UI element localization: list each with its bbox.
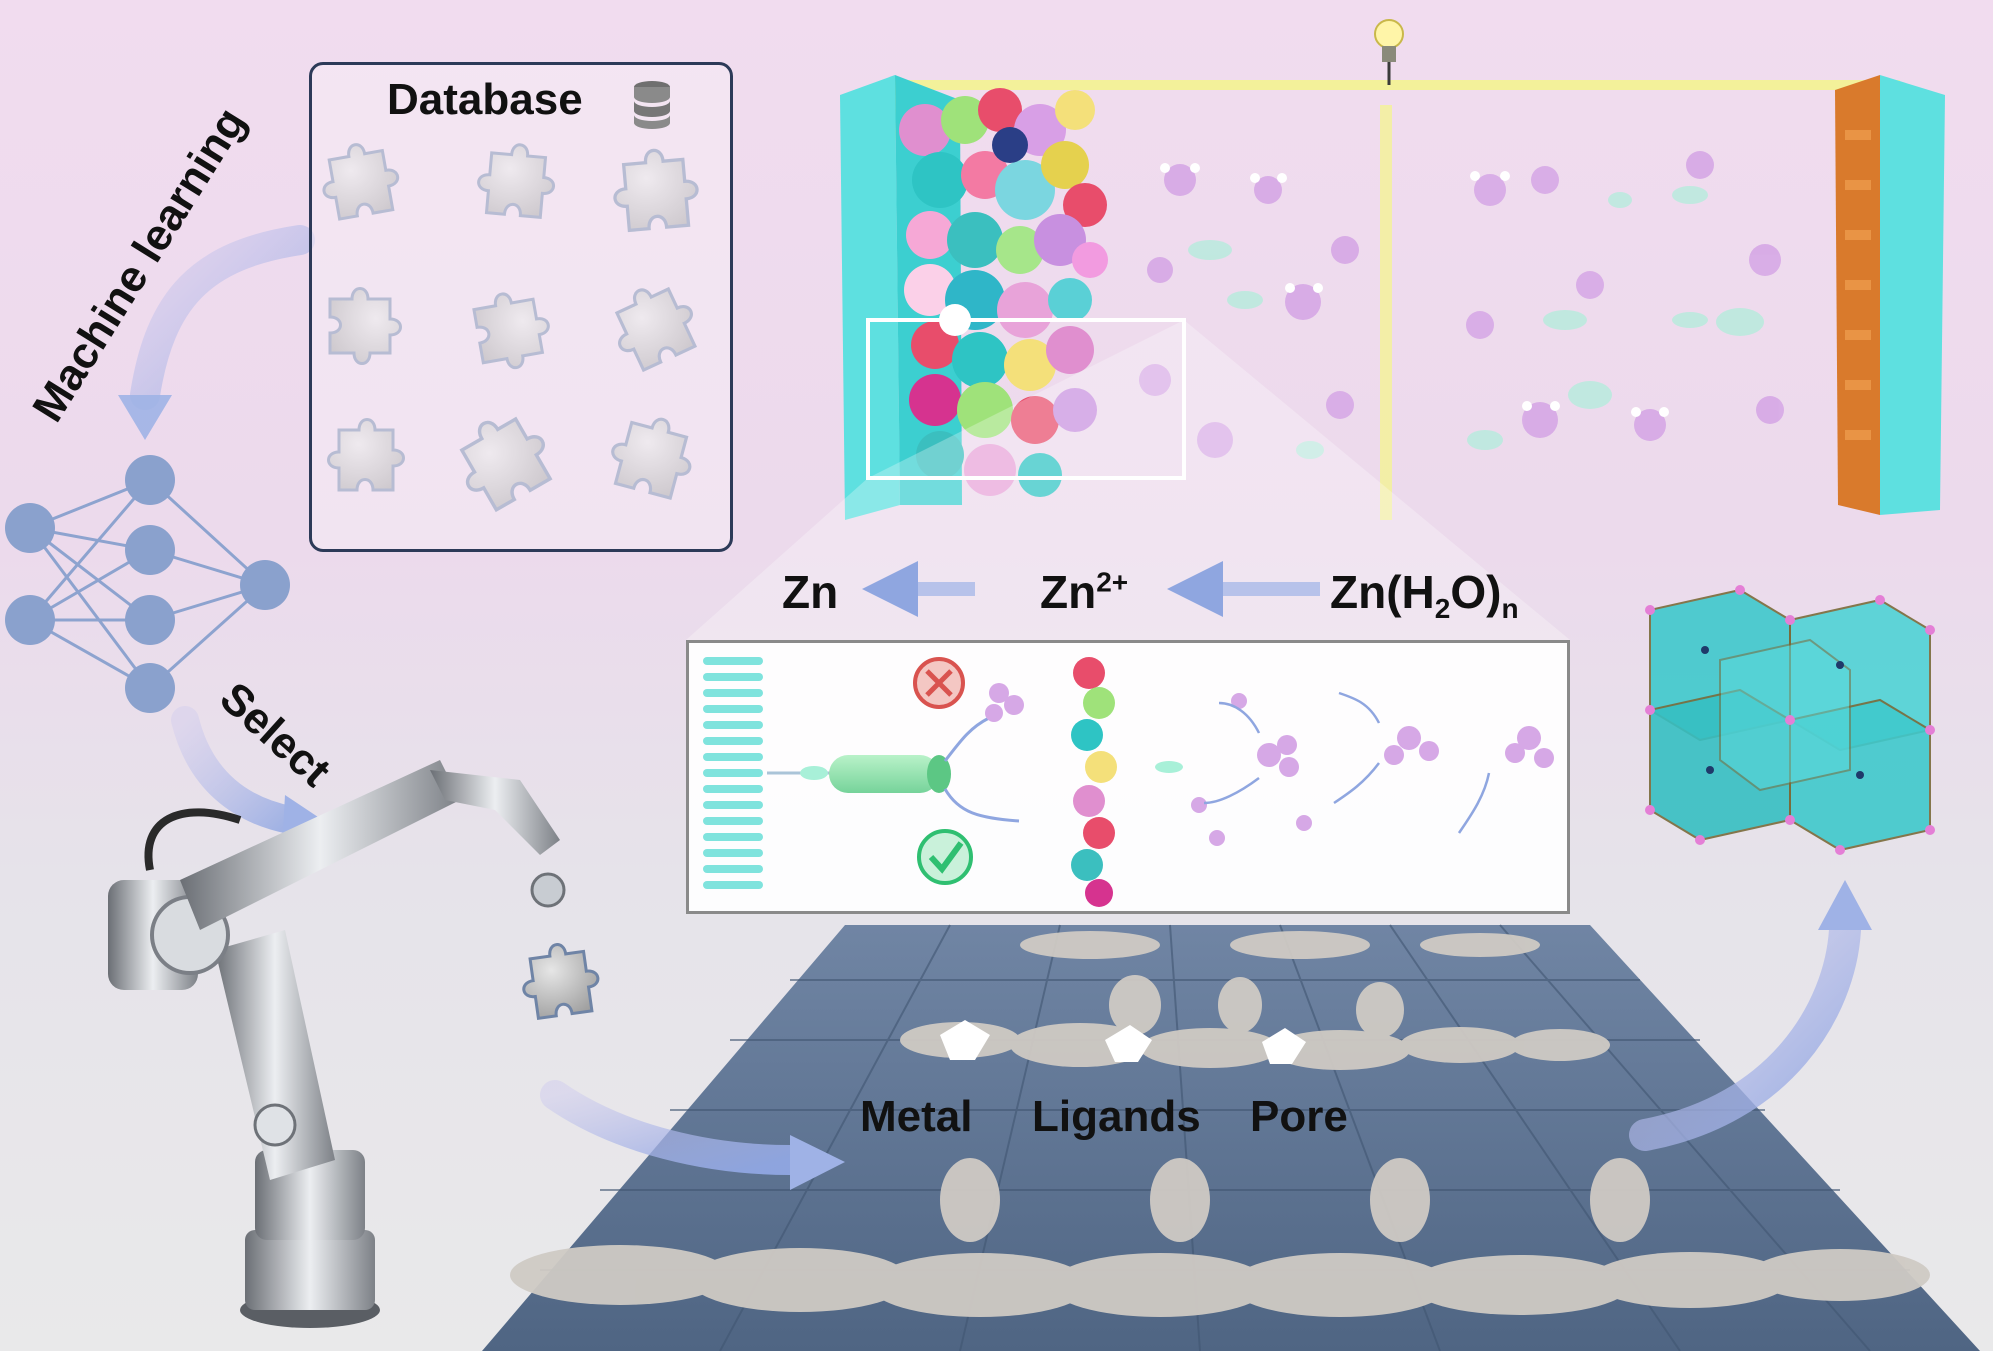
detail-illustration: [703, 657, 1554, 907]
check-icon: [917, 829, 973, 885]
ligand-rows: [510, 931, 1930, 1317]
database-panel: Database: [309, 62, 733, 552]
zn2plus-base: Zn: [1040, 566, 1097, 618]
znh2o-sub-2: 2: [1434, 593, 1451, 625]
znh2o-sub-n: n: [1501, 593, 1519, 625]
pores: [940, 1020, 1306, 1064]
water-atoms: [1160, 163, 1669, 417]
neural-network-icon: [28, 478, 267, 690]
puzzle-piece-icon: [516, 938, 604, 1022]
zn2plus-label: Zn2+: [1040, 565, 1128, 619]
puzzle-floor: [482, 925, 1980, 1351]
floor-to-mof-arrow: [1629, 914, 1861, 1151]
ligands-label: Ligands: [1032, 1092, 1201, 1141]
detail-hydrated-ions: [1191, 693, 1554, 846]
zn2plus-charge: 2+: [1096, 566, 1129, 598]
hydrated-ions: [1139, 151, 1784, 458]
mof-nodes: [1645, 585, 1935, 855]
ml-arrow: [130, 225, 315, 410]
zinc-dendrite-cluster: [899, 88, 1108, 497]
mof-layer: [703, 657, 763, 889]
pore-label: Pore: [1250, 1092, 1348, 1141]
hydrated-zn-label: Zn(H2O)n: [1330, 565, 1519, 625]
znh2o-part-b: O): [1450, 566, 1502, 618]
zn-label: Zn: [782, 566, 839, 618]
mof-guests: [1701, 646, 1864, 779]
dendrite-detail: [1071, 657, 1117, 907]
robot-arm-icon: [108, 760, 566, 1328]
select-arrow: [171, 706, 304, 834]
znh2o-part-a: Zn(H: [1330, 566, 1435, 618]
robot-to-floor-arrow: [540, 1080, 805, 1175]
cross-icon: [913, 657, 965, 709]
metal-label: Metal: [860, 1092, 973, 1141]
detail-panel: [686, 640, 1570, 914]
database-icon: [634, 81, 670, 129]
lightbulb-icon: [1374, 19, 1404, 85]
zinc-ions: [1188, 186, 1764, 459]
channel-pore: [829, 755, 939, 793]
database-title: Database: [387, 75, 583, 124]
